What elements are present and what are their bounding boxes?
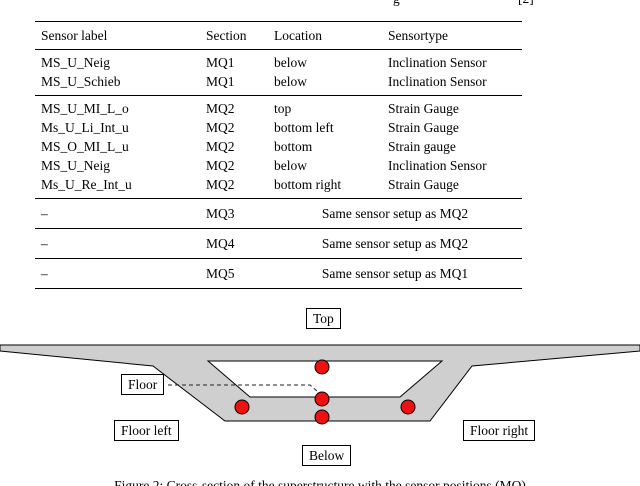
- header-row: Sensor label Section Location Sensortype: [35, 21, 522, 50]
- section-cell: MQ2: [206, 158, 235, 173]
- below-label: Below: [302, 445, 352, 466]
- floor-right-label: Floor right: [463, 420, 536, 441]
- sensor-label-cell: Ms_U_Li_Int_u: [41, 120, 129, 135]
- sensor-table-header: Sensor label Section Location Sensortype: [35, 21, 522, 50]
- header-section: Section: [200, 21, 268, 50]
- sensortype-cell: Strain gauge: [388, 139, 456, 154]
- table-row-summary: – MQ3 Same sensor setup as MQ2: [35, 198, 522, 229]
- sensor-dot: [314, 391, 330, 407]
- sensortype-cell: Inclination Sensor: [388, 55, 487, 70]
- summary-cell: Same sensor setup as MQ2: [268, 228, 522, 259]
- table-row: Ms_U_Re_Int_u MQ2 bottom right Strain Ga…: [35, 175, 522, 199]
- top-label: Top: [306, 308, 341, 329]
- floor-left-label: Floor left: [114, 420, 179, 441]
- table-row-summary: – MQ5 Same sensor setup as MQ1: [35, 258, 522, 289]
- header-sensortype: Sensortype: [382, 21, 522, 50]
- top-caption-fragment: g [2]: [0, 0, 640, 6]
- top-caption-fragment-b: [2]: [518, 0, 534, 6]
- location-cell: bottom left: [274, 120, 334, 135]
- sensor-table-container: Sensor label Section Location Sensortype…: [35, 21, 522, 289]
- section-cell: MQ1: [206, 55, 235, 70]
- section-cell: MQ1: [206, 74, 235, 89]
- section-cell: MQ4: [200, 228, 268, 259]
- location-cell: below: [274, 158, 307, 173]
- summary-cell: Same sensor setup as MQ2: [268, 198, 522, 229]
- location-cell: bottom right: [274, 177, 342, 192]
- location-cell: top: [268, 95, 382, 118]
- header-location: Location: [268, 21, 382, 50]
- sensor-label-cell: MS_U_Schieb: [41, 74, 121, 89]
- table-row: Ms_U_Li_Int_u MQ2 bottom left Strain Gau…: [35, 118, 522, 137]
- sensortype-cell: Strain Gauge: [388, 177, 459, 192]
- sensor-dot: [234, 399, 250, 415]
- sensor-label-cell: MS_U_MI_L_o: [35, 95, 200, 118]
- table-row: MS_U_Neig MQ1 below Inclination Sensor: [35, 50, 522, 73]
- top-caption-fragment-a: g: [393, 0, 400, 6]
- sensor-label-cell: –: [35, 228, 200, 259]
- sensor-label-cell: MS_U_Neig: [41, 55, 111, 70]
- location-cell: below: [274, 55, 307, 70]
- sensor-label-cell: –: [35, 198, 200, 229]
- cross-section-diagram: [0, 344, 640, 425]
- bottom-caption-fragment: Figure 2: Cross-section of the superstru…: [114, 478, 526, 486]
- sensortype-cell: Strain Gauge: [382, 95, 522, 118]
- sensortype-cell: Inclination Sensor: [388, 158, 487, 173]
- summary-cell: Same sensor setup as MQ1: [268, 258, 522, 289]
- table-row: MS_U_Neig MQ2 below Inclination Sensor: [35, 156, 522, 175]
- sensortype-cell: Strain Gauge: [388, 120, 459, 135]
- table-row-summary: – MQ4 Same sensor setup as MQ2: [35, 228, 522, 259]
- sensor-dots: [234, 359, 416, 425]
- sensor-dot: [314, 359, 330, 375]
- sensor-table: Sensor label Section Location Sensortype…: [35, 21, 522, 289]
- section-cell: MQ3: [200, 198, 268, 229]
- location-cell: below: [274, 74, 307, 89]
- section-cell: MQ2: [206, 177, 235, 192]
- table-row: MS_U_MI_L_o MQ2 top Strain Gauge: [35, 95, 522, 118]
- section-cell: MQ2: [200, 95, 268, 118]
- location-cell: bottom: [274, 139, 313, 154]
- sensor-dot: [314, 409, 330, 425]
- table-row: MS_U_Schieb MQ1 below Inclination Sensor: [35, 72, 522, 96]
- cross-section-inner-void: [206, 360, 444, 398]
- sensortype-cell: Inclination Sensor: [388, 74, 487, 89]
- sensor-label-cell: Ms_U_Re_Int_u: [41, 177, 132, 192]
- section-cell: MQ2: [206, 120, 235, 135]
- sensor-label-cell: MS_O_MI_L_u: [41, 139, 129, 154]
- header-sensor-label: Sensor label: [35, 21, 200, 50]
- floor-pointer-dashed-line: [168, 384, 319, 393]
- sensor-table-body: MS_U_Neig MQ1 below Inclination Sensor M…: [35, 50, 522, 289]
- sensor-label-cell: –: [35, 258, 200, 289]
- section-cell: MQ5: [200, 258, 268, 289]
- section-cell: MQ2: [206, 139, 235, 154]
- table-row: MS_O_MI_L_u MQ2 bottom Strain gauge: [35, 137, 522, 156]
- floor-label: Floor: [121, 374, 165, 395]
- sensor-label-cell: MS_U_Neig: [41, 158, 111, 173]
- sensor-dot: [400, 399, 416, 415]
